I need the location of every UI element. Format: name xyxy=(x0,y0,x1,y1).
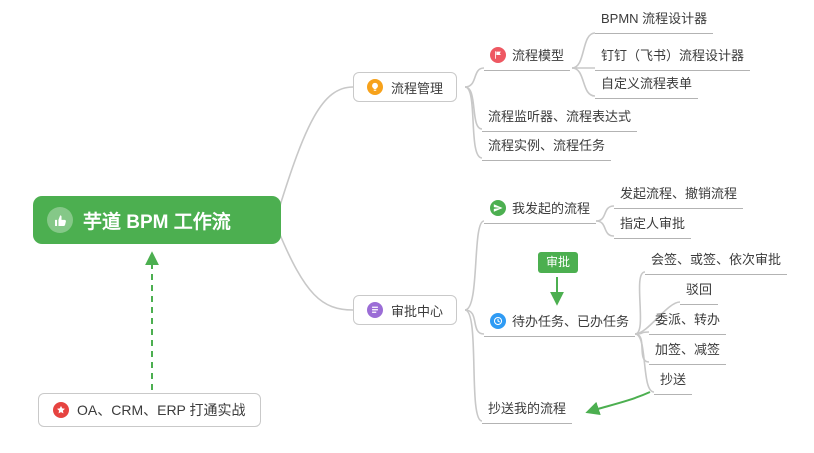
node-label: 钉钉（飞书）流程设计器 xyxy=(601,48,745,63)
node-assigned-approval[interactable]: 指定人审批 xyxy=(614,211,692,239)
send-icon xyxy=(490,199,506,216)
flag-icon xyxy=(490,46,506,63)
arrow-cc-to-cc-my-process xyxy=(585,391,651,416)
node-label: 审批中心 xyxy=(391,303,444,319)
node-label: 驳回 xyxy=(686,282,713,297)
branch-pm-to-instance xyxy=(464,86,483,159)
node-label: 指定人审批 xyxy=(620,216,686,231)
branch-ac-to-cc-my-process xyxy=(464,309,483,422)
thumbs-up-icon xyxy=(47,207,73,233)
clock-icon xyxy=(490,312,506,329)
root-node-bpm-workflow[interactable]: 芋道 BPM 工作流 xyxy=(33,196,281,244)
node-process-management[interactable]: 流程管理 xyxy=(353,72,458,102)
node-label: 流程管理 xyxy=(391,80,444,96)
node-process-model[interactable]: 流程模型 xyxy=(484,43,571,71)
branch-model-to-bpmn xyxy=(571,32,596,69)
node-delegate-transfer[interactable]: 委派、转办 xyxy=(649,307,727,335)
node-label: 流程模型 xyxy=(512,48,565,63)
node-label: 待办任务、已办任务 xyxy=(512,314,630,329)
node-label: 抄送 xyxy=(660,372,687,387)
node-label: 自定义流程表单 xyxy=(601,76,693,91)
branch-todo-to-countersign xyxy=(634,271,646,335)
root-node-label: 芋道 BPM 工作流 xyxy=(83,211,231,233)
branch-model-to-custom-form xyxy=(571,67,596,97)
lightbulb-icon xyxy=(367,79,383,95)
node-listener-expression[interactable]: 流程监听器、流程表达式 xyxy=(482,104,638,132)
node-my-initiated[interactable]: 我发起的流程 xyxy=(484,196,597,224)
node-bpmn-designer[interactable]: BPMN 流程设计器 xyxy=(595,6,714,34)
node-label: 发起流程、撤销流程 xyxy=(620,186,738,201)
node-label: 会签、或签、依次审批 xyxy=(651,252,782,267)
node-todo-done[interactable]: 待办任务、已办任务 xyxy=(484,309,636,337)
node-reject[interactable]: 驳回 xyxy=(680,277,719,305)
node-instance-task[interactable]: 流程实例、流程任务 xyxy=(482,133,612,161)
approval-badge: 审批 xyxy=(538,252,579,274)
node-label: BPMN 流程设计器 xyxy=(601,11,708,26)
branch-root-to-approval-center xyxy=(277,229,354,311)
node-label: 抄送我的流程 xyxy=(488,401,567,416)
node-custom-form[interactable]: 自定义流程表单 xyxy=(595,71,699,99)
branch-ac-to-todo xyxy=(464,309,485,335)
node-label: OA、CRM、ERP 打通实战 xyxy=(77,402,246,418)
branch-todo-to-cc xyxy=(634,333,655,393)
node-label: 我发起的流程 xyxy=(512,201,591,216)
branch-myinit-to-initiate xyxy=(595,205,615,222)
node-dingtalk-designer[interactable]: 钉钉（飞书）流程设计器 xyxy=(595,43,751,71)
node-label: 委派、转办 xyxy=(655,312,721,327)
node-integration-note[interactable]: OA、CRM、ERP 打通实战 xyxy=(38,393,261,427)
document-icon xyxy=(367,302,383,318)
branch-myinit-to-assignee xyxy=(595,220,615,237)
node-approval-center[interactable]: 审批中心 xyxy=(353,295,458,325)
branch-ac-to-my-initiated xyxy=(464,220,485,311)
branch-pm-to-process-model xyxy=(464,67,485,88)
node-cc-my-process[interactable]: 抄送我的流程 xyxy=(482,396,573,424)
node-cc[interactable]: 抄送 xyxy=(654,367,693,395)
node-label: 加签、减签 xyxy=(655,342,721,357)
star-icon xyxy=(53,402,69,418)
node-label: 流程实例、流程任务 xyxy=(488,138,606,153)
branch-root-to-process-management xyxy=(277,86,354,213)
approval-badge-label: 审批 xyxy=(546,255,571,269)
node-add-reduce-sign[interactable]: 加签、减签 xyxy=(649,337,727,365)
node-label: 流程监听器、流程表达式 xyxy=(488,109,632,124)
node-countersign[interactable]: 会签、或签、依次审批 xyxy=(645,247,788,275)
node-initiate-cancel[interactable]: 发起流程、撤销流程 xyxy=(614,181,744,209)
